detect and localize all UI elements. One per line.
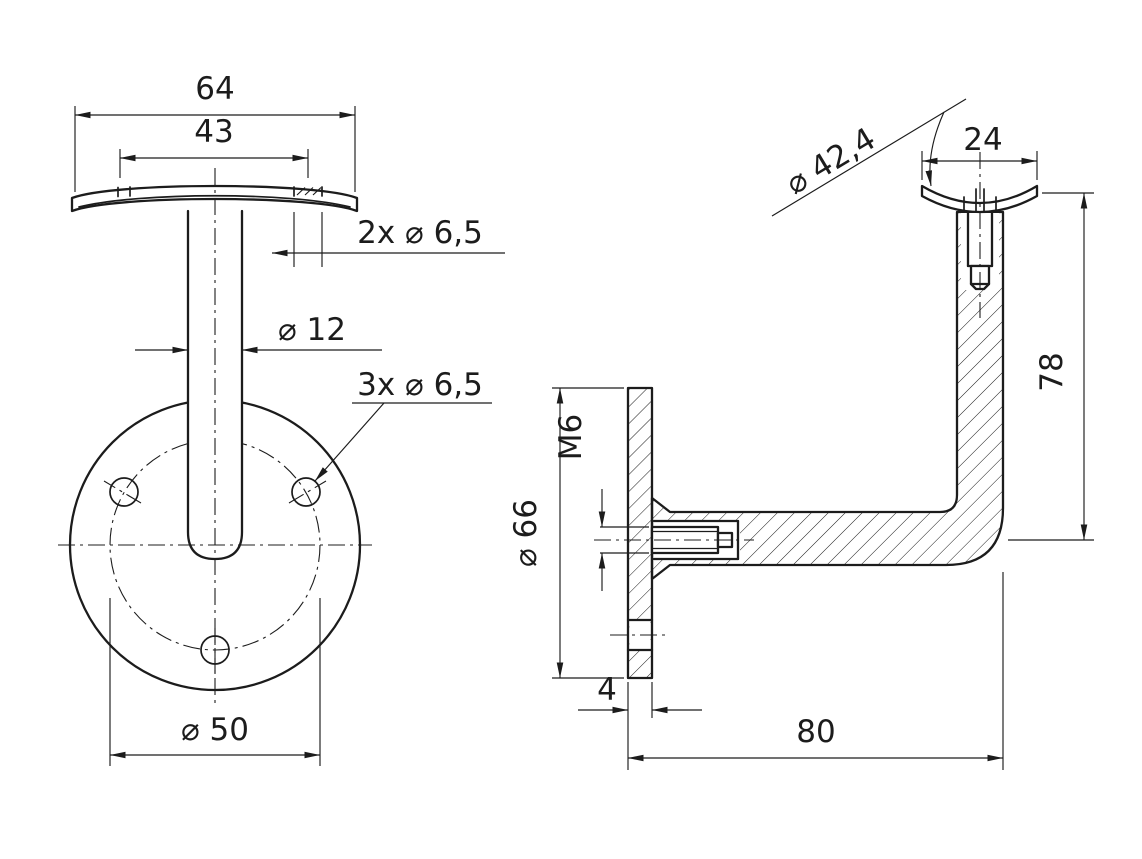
dim-bolt-circle: ⌀ 50 bbox=[109, 598, 321, 766]
dim-plate-thickness: 4 bbox=[578, 672, 702, 770]
callout-top-holes-label: 2x ⌀ 6,5 bbox=[357, 215, 483, 251]
dim-50-label: ⌀ 50 bbox=[181, 712, 249, 748]
dim-43-label: 43 bbox=[194, 114, 233, 150]
dim-12-label: ⌀ 12 bbox=[278, 312, 346, 348]
wall-plate-section bbox=[610, 386, 670, 680]
dim-depth: 80 bbox=[628, 572, 1004, 770]
dim-80-label: 80 bbox=[796, 714, 835, 750]
callout-plate-holes-label: 3x ⌀ 6,5 bbox=[357, 367, 483, 403]
dim-m6-label: M6 bbox=[553, 414, 589, 460]
saddle-slot-hatch bbox=[296, 187, 322, 196]
dim-24-label: 24 bbox=[963, 122, 1002, 158]
dim-4-label: 4 bbox=[597, 672, 617, 708]
dim-78-label: 78 bbox=[1034, 352, 1070, 391]
dim-stem-diameter: ⌀ 12 bbox=[135, 312, 382, 354]
dim-saddle-width: 24 bbox=[921, 122, 1038, 180]
side-view: ⌀ 42,4 24 78 ⌀ 66 M6 bbox=[508, 98, 1094, 770]
dim-height: 78 bbox=[1008, 192, 1094, 541]
dim-424-label: ⌀ 42,4 bbox=[780, 121, 882, 202]
dim-width-inner: 43 bbox=[119, 114, 309, 178]
dim-thread: M6 bbox=[553, 414, 649, 591]
callout-plate-holes: 3x ⌀ 6,5 bbox=[314, 367, 492, 482]
dim-64-label: 64 bbox=[195, 71, 234, 107]
saddle-side bbox=[920, 184, 1039, 214]
hole-upper-right bbox=[291, 477, 321, 507]
hole-upper-left bbox=[109, 477, 139, 507]
callout-top-holes: 2x ⌀ 6,5 bbox=[272, 212, 505, 267]
m6-stud bbox=[594, 519, 754, 561]
dim-66-label: ⌀ 66 bbox=[508, 499, 544, 567]
front-view: 64 43 2x ⌀ 6,5 ⌀ 12 3x ⌀ 6,5 bbox=[58, 71, 505, 766]
dim-plate-diameter: ⌀ 66 bbox=[508, 387, 624, 679]
dim-width-overall: 64 bbox=[74, 71, 356, 192]
